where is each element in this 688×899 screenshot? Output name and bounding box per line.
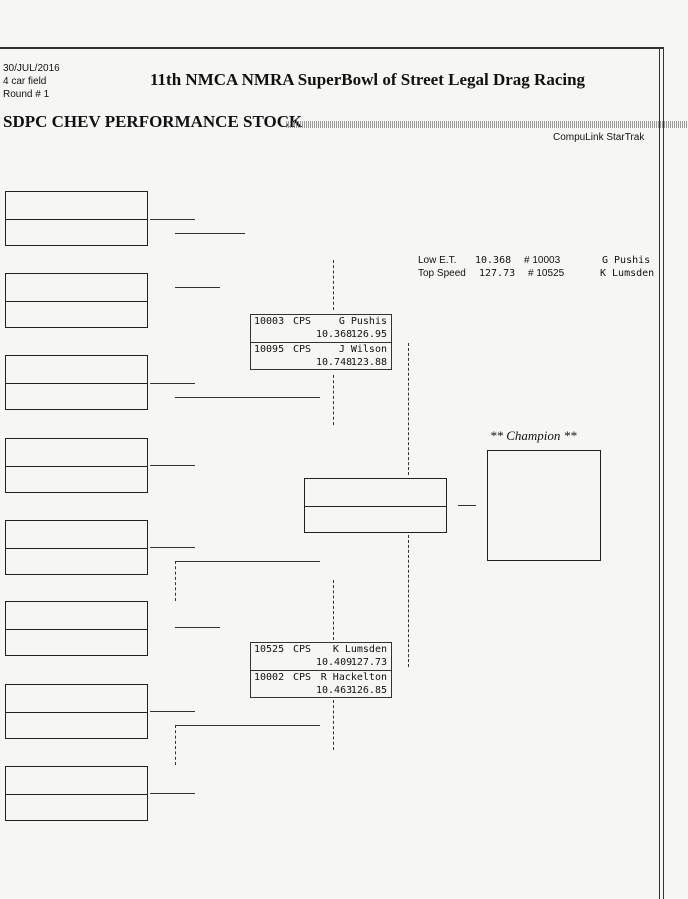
connector [408, 343, 409, 475]
top-speed-driver: K Lumsden [600, 268, 655, 279]
champion-box [487, 450, 601, 561]
low-et-label: Low E.T. [418, 255, 457, 266]
top-speed-label: Top Speed [418, 268, 466, 279]
speed: 123.88 [350, 357, 387, 368]
field-size: 4 car field [3, 76, 47, 87]
connector [175, 725, 176, 765]
class-code: CPS [293, 644, 312, 655]
empty-slot [5, 355, 148, 410]
top-border [0, 47, 664, 49]
connector [175, 287, 220, 288]
connector [175, 233, 245, 234]
elapsed-time: 10.463 [316, 685, 353, 696]
top-speed-value: 127.73 [479, 268, 516, 279]
matchup-box: 10525 CPS K Lumsden 10.409 127.73 10002 … [250, 642, 392, 698]
empty-slot [5, 273, 148, 328]
car-number: 10525 [254, 644, 285, 655]
entry: 10525 CPS K Lumsden 10.409 127.73 [251, 643, 391, 671]
connector [150, 793, 195, 794]
entry: 10095 CPS J Wilson 10.748 123.88 [251, 343, 391, 370]
class-code: CPS [293, 672, 312, 683]
event-title: 11th NMCA NMRA SuperBowl of Street Legal… [150, 70, 586, 89]
connector [458, 505, 476, 506]
header-info: 30/JUL/2016 4 car field Round # 1 [3, 62, 60, 101]
empty-slot [5, 520, 148, 575]
low-et-value: 10.368 [475, 255, 512, 266]
speed: 126.95 [350, 329, 387, 340]
final-box [304, 478, 447, 533]
entry: 10002 CPS R Hackelton 10.463 126.85 [251, 671, 391, 698]
connector [408, 535, 409, 667]
connector [150, 383, 195, 384]
date: 30/JUL/2016 [3, 63, 60, 74]
right-border [659, 47, 660, 899]
round: Round # 1 [3, 89, 50, 100]
speed: 126.85 [350, 685, 387, 696]
top-speed-car: # 10525 [528, 268, 565, 279]
connector [150, 219, 195, 220]
connector [333, 580, 334, 640]
empty-slot [5, 684, 148, 739]
driver-name: G Pushis [338, 316, 387, 327]
driver-name: K Lumsden [332, 644, 387, 655]
matchup-box: 10003 CPS G Pushis 10.368 126.95 10095 C… [250, 314, 392, 370]
low-et-car: # 10003 [524, 255, 561, 266]
connector [150, 465, 195, 466]
elapsed-time: 10.368 [316, 329, 353, 340]
driver-name: J Wilson [338, 344, 387, 355]
connector [150, 711, 195, 712]
speed: 127.73 [350, 657, 387, 668]
car-number: 10095 [254, 344, 285, 355]
car-number: 10003 [254, 316, 285, 327]
dotted-rule [286, 121, 688, 128]
car-number: 10002 [254, 672, 285, 683]
low-et-driver: G Pushis [602, 255, 651, 266]
connector [175, 561, 320, 562]
class-code: CPS [293, 344, 312, 355]
connector [175, 397, 320, 398]
champion-label: ** Champion ** [490, 428, 577, 443]
empty-slot [5, 766, 148, 821]
empty-slot [5, 438, 148, 493]
connector [150, 547, 195, 548]
empty-slot [5, 191, 148, 246]
class-title: SDPC CHEV PERFORMANCE STOCK [3, 112, 303, 131]
connector [175, 627, 220, 628]
connector [333, 260, 334, 310]
elapsed-time: 10.748 [316, 357, 353, 368]
entry: 10003 CPS G Pushis 10.368 126.95 [251, 315, 391, 343]
connector [333, 700, 334, 750]
class-code: CPS [293, 316, 312, 327]
empty-slot [5, 601, 148, 656]
connector [333, 375, 334, 425]
driver-name: R Hackelton [320, 672, 387, 683]
connector [175, 725, 320, 726]
elapsed-time: 10.409 [316, 657, 353, 668]
right-border-inner [663, 47, 664, 899]
connector [175, 561, 176, 601]
system-name: CompuLink StarTrak [553, 132, 645, 143]
